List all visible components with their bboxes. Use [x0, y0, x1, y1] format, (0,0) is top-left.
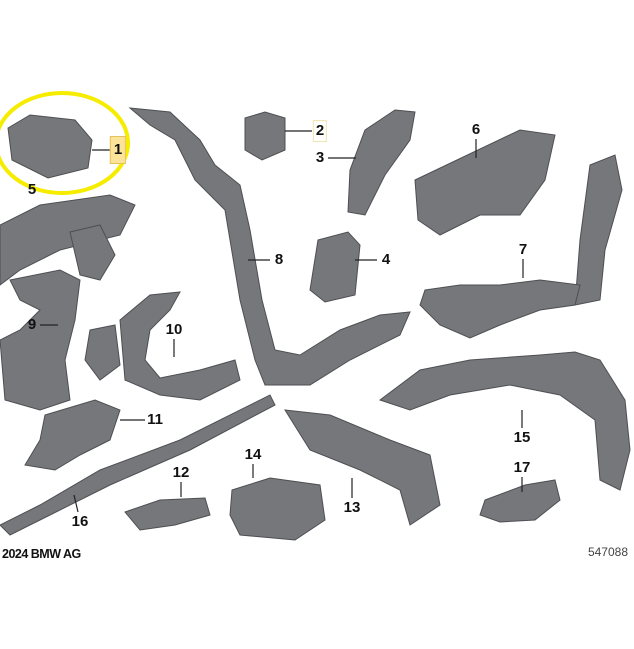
- part-1: [7, 114, 93, 179]
- part-2: [244, 111, 286, 161]
- part-11: [24, 399, 121, 471]
- callout-11[interactable]: 11: [147, 411, 163, 428]
- part-15: [378, 351, 631, 491]
- highlight-ellipse: [0, 91, 130, 195]
- part-10-piece: [69, 224, 116, 281]
- part-3: [347, 109, 416, 216]
- part-14: [229, 477, 326, 541]
- callout-1[interactable]: 1: [109, 136, 127, 164]
- diagram-number: 547088: [587, 545, 628, 559]
- part-8: [128, 107, 411, 386]
- callout-7[interactable]: 7: [518, 241, 528, 258]
- callout-5[interactable]: 5: [27, 181, 37, 198]
- callout-15[interactable]: 15: [513, 429, 531, 446]
- part-4: [309, 231, 361, 303]
- copyright-text: 2024 BMW AG: [2, 547, 81, 561]
- part-7: [419, 279, 581, 339]
- callout-10[interactable]: 10: [165, 321, 183, 338]
- callout-9[interactable]: 9: [27, 316, 37, 333]
- callout-3[interactable]: 3: [315, 149, 325, 166]
- part-17: [479, 479, 561, 523]
- callout-13[interactable]: 13: [343, 499, 361, 516]
- part-13: [284, 409, 441, 526]
- part-6: [414, 129, 556, 236]
- callout-12[interactable]: 12: [172, 464, 190, 481]
- part-16: [0, 394, 276, 536]
- part-9: [0, 269, 81, 411]
- callout-17[interactable]: 17: [513, 459, 531, 476]
- callout-2[interactable]: 2: [312, 120, 328, 142]
- callout-14[interactable]: 14: [244, 446, 262, 463]
- part-5: [0, 194, 136, 286]
- callout-16[interactable]: 16: [71, 513, 89, 530]
- callout-6[interactable]: 6: [471, 121, 481, 138]
- part-10-piece-2: [84, 324, 121, 381]
- part-10: [119, 291, 241, 401]
- callout-8[interactable]: 8: [274, 251, 284, 268]
- part-6-pipe: [574, 154, 623, 306]
- leader-lines: [40, 130, 524, 513]
- part-12: [124, 497, 211, 531]
- callout-4[interactable]: 4: [381, 251, 391, 268]
